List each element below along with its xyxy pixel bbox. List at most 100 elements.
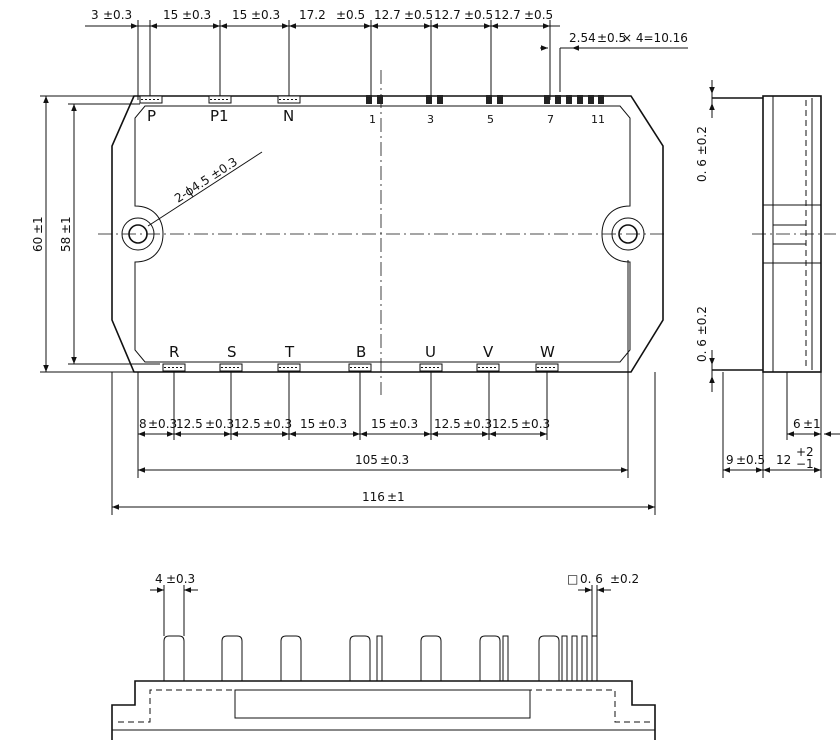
bottom-terminals	[162, 363, 559, 372]
svg-text:±0.5: ±0.5	[336, 8, 365, 22]
svg-text:±0.3: ±0.3	[148, 417, 177, 431]
svg-text:2.54: 2.54	[569, 31, 596, 45]
signal-pin-pair	[426, 95, 443, 104]
top-dimension-chain: 3±0.3 15±0.3 15±0.3 17.2±0.5 12.7±0.5 12…	[85, 8, 560, 100]
svg-text:58: 58	[59, 237, 73, 252]
dim-8: 8±0.3	[139, 417, 177, 431]
svg-text:12.7: 12.7	[374, 8, 401, 22]
mounting-hole-right	[611, 217, 645, 251]
dim-6: 6±1	[793, 417, 821, 431]
svg-text:±1: ±1	[387, 490, 405, 504]
svg-text:12.5: 12.5	[176, 417, 203, 431]
dim-12: 12 +2 −1	[776, 445, 814, 471]
bottom-pin-labels: R S T B U V W	[169, 343, 555, 361]
svg-text:±1: ±1	[59, 216, 73, 234]
dim-15-b: 15 ±0.3	[232, 8, 280, 22]
svg-text:±0.3: ±0.3	[251, 8, 280, 22]
svg-text:−1: −1	[796, 457, 814, 471]
svg-text:±0.5: ±0.5	[736, 453, 765, 467]
pin-label-r: R	[169, 343, 179, 361]
dim-15-c: 15±0.3	[300, 417, 347, 431]
svg-text:× 4=10.16: × 4=10.16	[622, 31, 688, 45]
svg-text:±0.3: ±0.3	[521, 417, 550, 431]
pin-label-w: W	[540, 343, 555, 361]
top-terminals	[139, 95, 604, 104]
svg-text:±0.3: ±0.3	[205, 417, 234, 431]
svg-text:105: 105	[355, 453, 378, 467]
svg-text:+2: +2	[796, 445, 814, 459]
pin-label-1: 1	[369, 113, 376, 126]
dim-105: 105±0.3	[355, 453, 409, 467]
pin-label-t: T	[284, 343, 295, 361]
dim-lead-bottom: 0. 6 ±0.2	[695, 306, 709, 362]
dim-12-5-d: 12.5±0.3	[492, 417, 550, 431]
svg-text:±0.5: ±0.5	[524, 8, 553, 22]
module-outline	[111, 95, 664, 373]
svg-text:±0.3: ±0.3	[166, 572, 195, 586]
terminal-pad	[419, 363, 443, 372]
terminal-pad	[348, 363, 372, 372]
bottom-dimension-chain: 8±0.3 12.5±0.3 12.5±0.3 15±0.3 15±0.3 12…	[111, 260, 656, 515]
terminal-pad	[277, 363, 301, 372]
dim-12-5-b: 12.5±0.3	[234, 417, 292, 431]
terminal-pad	[219, 363, 243, 372]
svg-text:12.7: 12.7	[434, 8, 461, 22]
pin-label-b: B	[356, 343, 366, 361]
front-body	[111, 680, 656, 740]
svg-text:±0.3: ±0.3	[263, 417, 292, 431]
svg-text:±0.3: ±0.3	[318, 417, 347, 431]
svg-text:15: 15	[163, 8, 178, 22]
height-dimensions: 60 ±1 58 ±1	[31, 95, 160, 373]
hole-callout: 2-ϕ4.5 ±0.3	[147, 151, 263, 227]
svg-text:±0.5: ±0.5	[597, 31, 626, 45]
dim-12-7-a: 12.7±0.5	[374, 8, 433, 22]
dim-pin-width: 4±0.3	[155, 572, 195, 586]
svg-text:12.5: 12.5	[434, 417, 461, 431]
svg-text:±0.3: ±0.3	[103, 8, 132, 22]
signal-pin-row	[544, 95, 604, 104]
svg-text:±1: ±1	[31, 216, 45, 234]
svg-text:0. 6: 0. 6	[580, 572, 603, 586]
terminal-pad	[162, 363, 186, 372]
svg-text:116: 116	[362, 490, 385, 504]
side-view: 0. 6 ±0.2 0. 6 ±0.2 6±1 9±0.5 12 +2 −1	[695, 80, 840, 478]
signal-pin-pair	[486, 95, 503, 104]
svg-text:0. 6 ±0.2: 0. 6 ±0.2	[695, 306, 709, 362]
top-view: 3±0.3 15±0.3 15±0.3 17.2±0.5 12.7±0.5 12…	[31, 8, 688, 515]
svg-text:15: 15	[232, 8, 247, 22]
svg-text:12: 12	[776, 453, 791, 467]
pin-label-11: 11	[591, 113, 605, 126]
dim-58: 58 ±1	[59, 216, 73, 252]
svg-text:±0.5: ±0.5	[464, 8, 493, 22]
svg-text:±0.3: ±0.3	[463, 417, 492, 431]
svg-text:4: 4	[155, 572, 163, 586]
dim-17-2: 17.2±0.5	[299, 8, 365, 22]
svg-text:±0.5: ±0.5	[404, 8, 433, 22]
svg-text:12.7: 12.7	[494, 8, 521, 22]
pin-label-5: 5	[487, 113, 494, 126]
pin-label-p1: P1	[210, 107, 229, 125]
terminal-pad	[208, 95, 232, 104]
signal-pin-pair	[366, 95, 383, 104]
front-view: 4±0.3 □ 0. 6 ±0.2	[111, 572, 656, 740]
terminal-pad	[139, 95, 163, 104]
svg-text:0. 6 ±0.2: 0. 6 ±0.2	[695, 126, 709, 182]
svg-text:±1: ±1	[803, 417, 821, 431]
dim-12-7-b: 12.7±0.5	[434, 8, 493, 22]
dim-12-5-c: 12.5±0.3	[434, 417, 492, 431]
svg-text:15: 15	[371, 417, 386, 431]
module-inner-outline	[134, 105, 631, 363]
dim-square-lead: □ 0. 6 ±0.2	[567, 572, 639, 586]
svg-text:8: 8	[139, 417, 147, 431]
terminal-pad	[277, 95, 301, 104]
svg-text:60: 60	[31, 237, 45, 252]
terminal-pad	[476, 363, 500, 372]
dim-9: 9±0.5	[726, 453, 765, 467]
dim-15-d: 15±0.3	[371, 417, 418, 431]
dim-60: 60 ±1	[31, 216, 45, 252]
svg-text:3: 3	[91, 8, 99, 22]
dim-116: 116±1	[362, 490, 405, 504]
pin-label-u: U	[425, 343, 436, 361]
svg-text:±0.2: ±0.2	[610, 572, 639, 586]
pin-label-n: N	[283, 107, 294, 125]
